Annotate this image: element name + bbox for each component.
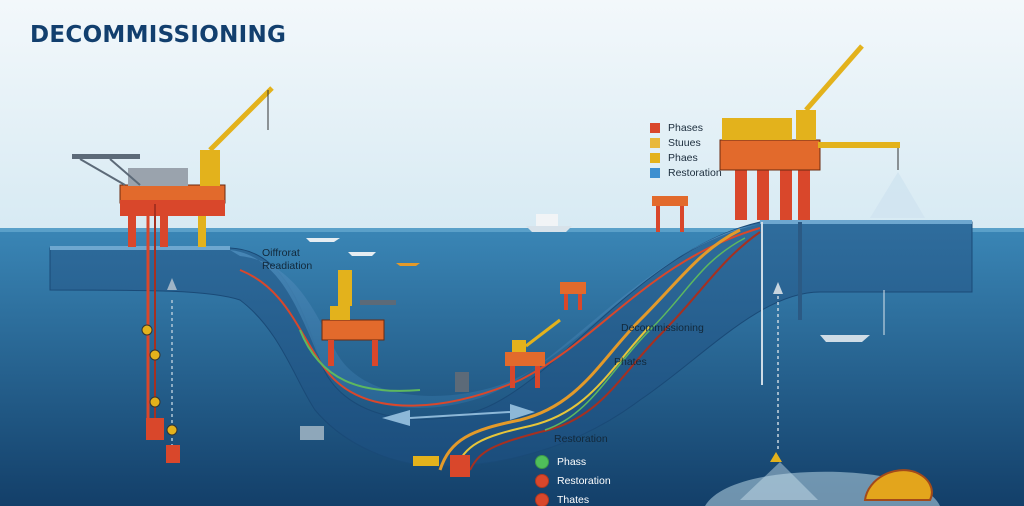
- legend: Phases Stuues Phaes Restoration: [650, 120, 722, 180]
- legend-swatch: [650, 137, 660, 148]
- boat-3: [396, 263, 420, 266]
- coral-rock: [863, 469, 933, 501]
- wellhead: [450, 455, 470, 477]
- light-beam: [740, 462, 818, 500]
- marker-buoy: [770, 452, 782, 462]
- rov-unit: [300, 426, 324, 440]
- legend-label: Restoration: [668, 166, 722, 179]
- bottom-legend: Phass Restoration Thates: [535, 452, 611, 506]
- label-readiation: Readiation: [262, 260, 313, 272]
- legend-label: Phaes: [668, 151, 698, 164]
- legend-swatch: [650, 167, 660, 178]
- bottom-legend-dot: [535, 492, 549, 506]
- boat-4: [820, 335, 870, 342]
- bottom-legend-dot: [535, 454, 549, 469]
- legend-swatch: [650, 152, 660, 163]
- pipeline-yellow: [454, 325, 651, 471]
- legend-swatch: [650, 122, 660, 133]
- legend-item-restoration: Restoration: [650, 165, 722, 180]
- page-title: DECOMMISSIONING: [30, 22, 287, 48]
- ship-large: [526, 226, 572, 232]
- right-platform: [719, 44, 925, 220]
- mid-platform: [321, 270, 396, 366]
- slope-platform: [560, 196, 688, 310]
- pipeline-green-lower: [544, 237, 746, 431]
- small-platform: [505, 318, 561, 388]
- label-phates: Phates: [614, 356, 647, 368]
- label-decommissioning: Decommissioning: [621, 322, 704, 334]
- left-block-top: [50, 246, 230, 250]
- boat-1: [306, 238, 340, 242]
- bottom-legend-dot: [535, 473, 549, 488]
- bottom-legend-label: Restoration: [557, 474, 611, 487]
- boat-2: [348, 252, 376, 256]
- seabed-cross-section: [49, 221, 973, 467]
- legend-item-phases: Phases: [650, 120, 722, 135]
- label-restoration: Restoration: [554, 433, 608, 445]
- pipeline-red: [239, 227, 761, 407]
- legend-item-phaes: Phaes: [650, 150, 722, 165]
- sea-surface: [0, 228, 1024, 232]
- bottom-legend-label: Thates: [557, 493, 590, 506]
- subsea-module: [455, 372, 469, 392]
- legend-label: Stuues: [668, 136, 701, 149]
- pipeline-green: [299, 329, 421, 392]
- bottom-legend-item: Restoration: [535, 471, 611, 490]
- riser-arrow-up: [167, 278, 177, 290]
- flow-arrow-left: [382, 410, 410, 426]
- legend-item-stuues: Stuues: [650, 135, 722, 150]
- pipeline-darkred: [469, 231, 761, 471]
- bottom-legend-item: Phass: [535, 452, 611, 471]
- legend-label: Phases: [668, 121, 704, 134]
- excavator: [413, 456, 439, 466]
- label-offrorat: Oiffrorat: [262, 247, 300, 259]
- bottom-legend-label: Phass: [557, 455, 587, 468]
- flow-arrow-right: [510, 404, 535, 420]
- right-block-top: [760, 220, 972, 224]
- pipeline-orange: [438, 228, 741, 471]
- left-platform: [72, 86, 274, 247]
- bottom-legend-item: Thates: [535, 490, 611, 506]
